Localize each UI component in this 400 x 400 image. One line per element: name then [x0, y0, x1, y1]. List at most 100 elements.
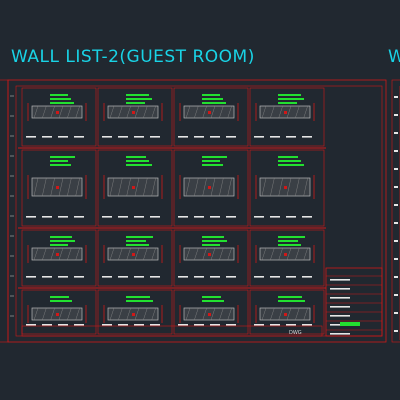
wall-section-hatch: [50, 177, 55, 197]
right-margin-mark: [394, 96, 398, 98]
section-center-mark: [208, 253, 211, 256]
wall-section-hatch: [295, 177, 300, 197]
wall-section-hatch: [202, 177, 207, 197]
title-block-text: [330, 288, 350, 290]
detail-annotation-white: [26, 216, 36, 218]
detail-note-green: [126, 102, 145, 104]
detail-note-green: [126, 164, 152, 166]
detail-note-green: [126, 244, 149, 246]
section-center-mark: [132, 313, 135, 316]
detail-note-green: [126, 156, 146, 158]
detail-section-frame: [97, 149, 173, 227]
wall-section-hatch: [286, 177, 292, 197]
wall-section-hatch: [303, 307, 308, 321]
wall-section-hatch: [286, 307, 292, 321]
wall-section-hatch: [42, 105, 47, 119]
wall-section-hatch: [185, 307, 191, 321]
detail-note-green: [50, 244, 68, 246]
detail-annotation-white: [178, 324, 188, 326]
detail-annotation-white: [26, 324, 36, 326]
detail-note-green: [50, 102, 74, 104]
wall-section-hatch: [134, 307, 140, 321]
title-block-text: [330, 315, 350, 317]
detail-annotation-white: [58, 276, 68, 278]
detail-annotation-white: [194, 324, 204, 326]
detail-note-green: [278, 300, 305, 302]
section-center-mark: [56, 111, 59, 114]
detail-section-frame: [249, 289, 325, 335]
wall-section-hatch: [75, 177, 80, 197]
wall-section-hatch: [33, 177, 39, 197]
detail-note-green: [202, 244, 220, 246]
wall-section-hatch: [270, 105, 275, 119]
detail-annotation-white: [150, 324, 160, 326]
detail-note-green: [202, 236, 224, 238]
detail-section-frame: [21, 229, 97, 287]
right-adjacent-sheet: [391, 79, 400, 343]
wall-section-hatch: [295, 247, 300, 261]
wall-section-hatch: [151, 105, 156, 119]
wall-section-hatch: [75, 307, 80, 321]
detail-note-green: [202, 94, 220, 96]
detail-section-frame: [173, 87, 249, 147]
detail-annotation-white: [302, 136, 312, 138]
wall-section-hatch: [270, 307, 275, 321]
detail-note-green: [278, 98, 304, 100]
detail-annotation-white: [286, 324, 296, 326]
detail-section-frame: [97, 87, 173, 147]
detail-annotation-white: [254, 136, 264, 138]
detail-annotation-white: [254, 324, 264, 326]
detail-annotation-white: [286, 136, 296, 138]
right-margin-mark: [394, 204, 398, 206]
wall-section-hatch: [185, 177, 191, 197]
wall-section-hatch: [202, 247, 207, 261]
detail-note-green: [50, 300, 72, 302]
wall-section-hatch: [58, 105, 64, 119]
detail-note-green: [126, 98, 152, 100]
detail-annotation-white: [302, 324, 312, 326]
detail-note-green: [278, 160, 301, 162]
detail-note-green: [126, 296, 150, 298]
wall-section-hatch: [261, 247, 267, 261]
detail-section-frame: [249, 87, 325, 147]
right-margin-mark: [394, 186, 398, 188]
detail-annotation-white: [210, 136, 220, 138]
wall-section-hatch: [151, 177, 156, 197]
detail-annotation-white: [42, 324, 52, 326]
section-center-mark: [284, 111, 287, 114]
wall-section-hatch: [151, 307, 156, 321]
next-sheet-title-fragment: W: [388, 47, 400, 67]
detail-annotation-white: [134, 216, 144, 218]
detail-annotation-white: [102, 216, 112, 218]
detail-note-green: [202, 156, 227, 158]
wall-section-hatch: [286, 247, 292, 261]
detail-annotation-white: [118, 276, 128, 278]
detail-note-green: [278, 94, 301, 96]
detail-annotation-white: [26, 276, 36, 278]
wall-section-hatch: [126, 307, 131, 321]
section-center-mark: [56, 313, 59, 316]
section-center-mark: [132, 253, 135, 256]
sheet-label: DWG: [289, 330, 302, 336]
wall-section-hatch: [109, 177, 115, 197]
detail-section-frame: [173, 289, 249, 335]
detail-note-green: [50, 160, 68, 162]
detail-note-green: [50, 164, 71, 166]
section-center-mark: [208, 313, 211, 316]
detail-annotation-white: [74, 276, 84, 278]
title-block-logo: [340, 322, 360, 326]
detail-section-frame: [173, 229, 249, 287]
detail-note-green: [126, 300, 153, 302]
wall-section-hatch: [194, 247, 199, 261]
detail-annotation-white: [74, 136, 84, 138]
detail-annotation-white: [42, 136, 52, 138]
detail-note-green: [202, 300, 224, 302]
wall-section-hatch: [210, 247, 216, 261]
detail-note-green: [202, 296, 221, 298]
footer-strip: [21, 325, 323, 337]
detail-annotation-white: [102, 324, 112, 326]
section-center-mark: [284, 186, 287, 189]
detail-section-frame: [173, 149, 249, 227]
wall-section-hatch: [278, 105, 283, 119]
